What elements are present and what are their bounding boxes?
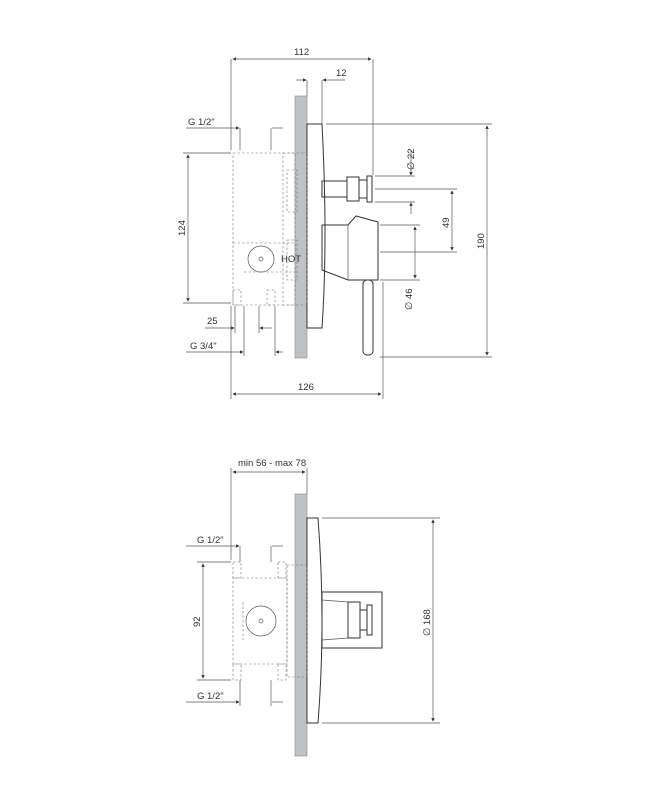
dim-12: 12 (336, 68, 347, 79)
mixer-handle (321, 215, 379, 356)
dim-dia46: ∅ 46 (404, 289, 415, 311)
dim-124: 124 (177, 220, 188, 236)
dim-dia22: ∅ 22 (406, 149, 417, 171)
dim-g12-front-bottom: G 1/2" (197, 691, 224, 702)
port-circle-front (245, 605, 277, 637)
dim-49: 49 (441, 217, 452, 228)
dim-g12-front-top: G 1/2" (197, 535, 224, 546)
dim-install-depth: min 56 - max 78 (238, 458, 306, 469)
dim-112: 112 (294, 47, 309, 58)
dim-126: 126 (298, 382, 314, 393)
lever-front (321, 591, 383, 649)
dim-92: 92 (192, 616, 203, 627)
hot-label: HOT (281, 254, 301, 265)
dim-g34: G 3/4" (190, 341, 217, 352)
side-view: HOT 112 12 G 1/2" (177, 47, 492, 399)
wall-section-bottom (294, 493, 308, 757)
concealed-body: HOT (232, 152, 308, 306)
dim-dia168: ∅ 168 (422, 609, 433, 636)
outlet-port-circle (247, 245, 275, 273)
diverter-stem (321, 175, 373, 203)
dim-190: 190 (476, 233, 487, 249)
wall-section-top (294, 95, 308, 359)
concealed-body-front (232, 561, 308, 681)
dim-25: 25 (207, 316, 218, 327)
front-view: min 56 - max 78 G 1/2" 92 G 1/2" ∅ 168 (186, 458, 440, 757)
dim-g12-top: G 1/2" (188, 117, 215, 128)
cover-plate (306, 123, 326, 329)
round-plate (306, 517, 323, 724)
